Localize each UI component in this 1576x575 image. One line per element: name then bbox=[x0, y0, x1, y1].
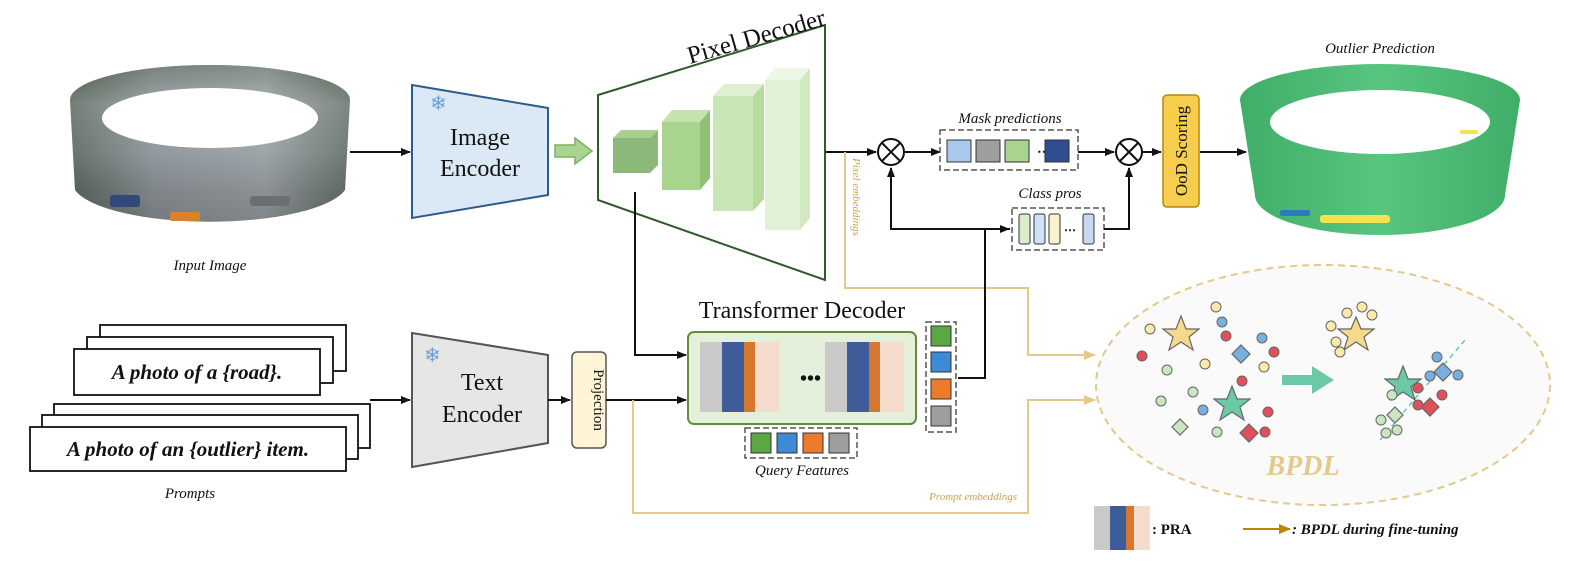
text-encoder bbox=[411, 331, 549, 469]
outlier-prediction-label: Outlier Prediction bbox=[1325, 41, 1435, 57]
transformer-ellipsis: ••• bbox=[800, 368, 821, 390]
text-encoder-label-line2: Encoder bbox=[442, 402, 522, 428]
mask-predictions: ⋯ bbox=[939, 129, 1079, 171]
prompt-card-1 bbox=[73, 324, 347, 396]
arrow-class-pros-to-first-multiply bbox=[887, 167, 1010, 230]
class-pros-label: Class pros bbox=[1018, 186, 1081, 202]
svg-text:⋯: ⋯ bbox=[1064, 223, 1076, 237]
image-encoder-label-line1: Image bbox=[450, 125, 510, 151]
bpdl-label: BPDL bbox=[1265, 451, 1339, 482]
prompts-label: Prompts bbox=[164, 486, 215, 502]
arrow-class-pros-to-multiply bbox=[1104, 167, 1133, 230]
image-encoder bbox=[411, 83, 549, 220]
pra-block-right bbox=[825, 342, 904, 412]
text-encoder-label-line1: Text bbox=[461, 370, 504, 396]
bpdl-points-before bbox=[1136, 301, 1280, 443]
query-features-label: Query Features bbox=[755, 463, 849, 479]
transformer-decoder-title: Transformer Decoder bbox=[699, 298, 905, 324]
prompt-embeddings-path bbox=[632, 395, 1096, 514]
mask-predictions-label: Mask predictions bbox=[957, 111, 1061, 127]
prompt-card-2 bbox=[29, 403, 371, 472]
snowflake-icon: ❄ bbox=[430, 93, 447, 115]
query-output-stack bbox=[925, 321, 957, 433]
legend-pra-swatch bbox=[1094, 506, 1150, 550]
outlier-prediction-image bbox=[1240, 64, 1520, 235]
input-image-label: Input Image bbox=[173, 258, 247, 274]
image-encoder-label-line2: Encoder bbox=[440, 156, 520, 182]
prompt-text-1: A photo of a {road}. bbox=[110, 360, 282, 384]
pixel-decoder-feature-blocks bbox=[613, 68, 810, 230]
circled-times-icon bbox=[1115, 138, 1143, 166]
pixel-embeddings-label: Pixel embeddings bbox=[850, 157, 862, 236]
prompt-text-2: A photo of an {outlier} item. bbox=[65, 437, 309, 461]
input-image bbox=[70, 65, 350, 222]
arrow-query-output-to-class-pros bbox=[958, 225, 1010, 379]
circled-times-icon bbox=[877, 138, 905, 166]
projection-label: Projection bbox=[590, 369, 606, 431]
bpdl-transition-arrow bbox=[1282, 366, 1334, 394]
snowflake-icon: ❄ bbox=[424, 345, 441, 367]
legend-bpdl-label: : BPDL during fine-tuning bbox=[1292, 522, 1459, 538]
pra-block-left bbox=[700, 342, 779, 412]
ood-scoring-label: OoD Scoring bbox=[1172, 105, 1191, 196]
arrow-pixel-decoder-to-transformer bbox=[634, 192, 687, 359]
arrow-image-encoder-to-pixel-decoder bbox=[554, 136, 594, 166]
ood-scoring-box bbox=[1162, 94, 1200, 208]
prompt-embeddings-label: Prompt embeddings bbox=[928, 491, 1017, 503]
class-pros: ⋯ bbox=[1011, 207, 1105, 251]
query-features bbox=[744, 427, 858, 459]
pixel-embeddings-path bbox=[844, 152, 1096, 360]
bpdl-points-after bbox=[1325, 301, 1466, 441]
legend-pra-label: : PRA bbox=[1152, 522, 1192, 538]
